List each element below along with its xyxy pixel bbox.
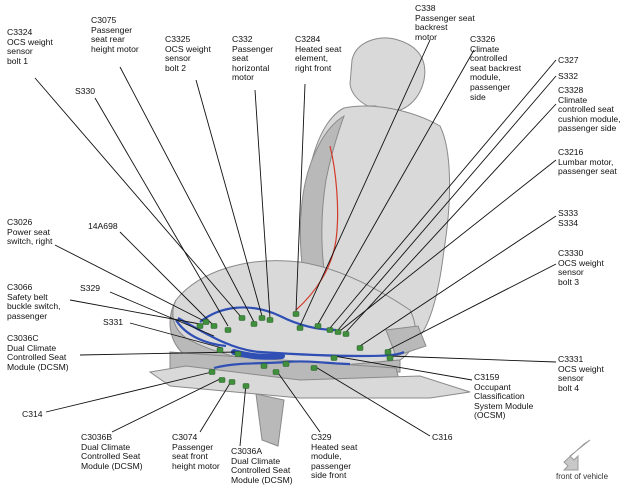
leader-c314 xyxy=(45,371,213,413)
label-c3284: C3284 Heated seat element, right front xyxy=(295,34,342,73)
connector-26 xyxy=(216,347,224,353)
leader-c3328 xyxy=(345,103,557,333)
label-c3324: C3324 OCS weight sensor bolt 1 xyxy=(7,27,53,66)
connector-12 xyxy=(334,329,342,335)
label-c3074: C3074 Passenger seat front height motor xyxy=(172,432,220,471)
connector-19 xyxy=(218,377,226,383)
connector-11 xyxy=(326,327,334,333)
leader-c3159 xyxy=(333,355,473,381)
connector-13 xyxy=(342,331,350,337)
leader-s332 xyxy=(337,75,557,331)
connector-15 xyxy=(384,349,392,355)
leader-c3216 xyxy=(335,159,557,335)
connector-20 xyxy=(228,379,236,385)
label-s331: S331 xyxy=(103,317,124,327)
heater-element-wire xyxy=(295,145,339,311)
label-s330: S330 xyxy=(75,86,96,96)
label-c3066: C3066 Safety belt buckle switch, passeng… xyxy=(7,282,61,321)
label-c3330: C3330 OCS weight sensor bolt 3 xyxy=(558,248,604,287)
leader-c327 xyxy=(329,59,557,329)
label-front-of-vehicle: front of vehicle xyxy=(556,472,609,481)
leader-c3036c xyxy=(79,351,239,356)
leader-c3036b xyxy=(111,377,223,433)
leader-c3074 xyxy=(199,379,233,433)
label-c332: C332 Passenger seat horizontal motor xyxy=(232,34,274,83)
connector-22 xyxy=(272,369,280,375)
leader-c3324 xyxy=(34,77,243,319)
label-c3026: C3026 Power seat switch, right xyxy=(7,217,53,247)
label-s332: S332 xyxy=(558,71,579,81)
leader-lines xyxy=(34,39,557,447)
leader-s330 xyxy=(94,97,229,327)
leader-s333 xyxy=(359,215,557,347)
leader-c332 xyxy=(254,89,271,319)
label-c329: C329 Heated seat module, passenger side … xyxy=(311,432,358,481)
leader-c3325 xyxy=(195,79,263,317)
leader-c3036a xyxy=(239,383,247,447)
connectors xyxy=(196,311,394,389)
connector-16 xyxy=(386,355,394,361)
connector-18 xyxy=(208,369,216,375)
harness-main-trunk xyxy=(177,317,405,358)
leader-c338 xyxy=(299,39,431,327)
leader-c3066 xyxy=(69,299,201,325)
connector-3 xyxy=(224,327,232,333)
connector-4 xyxy=(238,315,246,321)
label-c3159: C3159 Occupant Classification System Mod… xyxy=(474,372,534,421)
leader-c329 xyxy=(275,369,321,433)
connector-27 xyxy=(260,363,268,369)
label-c316: C316 xyxy=(432,432,453,442)
seat-leg xyxy=(255,393,285,447)
label-c3326: C3326 Climate controlled seat backrest m… xyxy=(470,34,522,102)
connector-25 xyxy=(196,323,204,329)
connector-8 xyxy=(292,311,300,317)
label-14a698: 14A698 xyxy=(88,221,118,231)
label-c3331: C3331 OCS weight sensor bolt 4 xyxy=(558,354,604,393)
label-c3075: C3075 Passenger seat rear height motor xyxy=(91,15,139,54)
connector-9 xyxy=(296,325,304,331)
connector-23 xyxy=(310,365,318,371)
connector-6 xyxy=(258,315,266,321)
seat-rail xyxy=(148,365,471,399)
connector-1 xyxy=(202,319,210,325)
label-c3325: C3325 OCS weight sensor bolt 2 xyxy=(165,34,211,73)
label-s329: S329 xyxy=(80,283,101,293)
leader-s329 xyxy=(109,291,215,337)
front-of-vehicle-arrow-icon xyxy=(562,439,591,471)
connector-24 xyxy=(330,355,338,361)
leader-c3075 xyxy=(119,66,255,323)
leader-p14a698 xyxy=(119,231,213,325)
leader-c3331 xyxy=(389,355,557,363)
label-c3036c: C3036C Dual Climate Controlled Seat Modu… xyxy=(7,333,69,372)
label-c314: C314 xyxy=(22,409,43,419)
leader-c3284 xyxy=(295,83,306,313)
connector-10 xyxy=(314,323,322,329)
leader-c3326 xyxy=(317,49,475,325)
leader-c316 xyxy=(313,365,431,437)
seat-illustration xyxy=(148,37,471,447)
leader-s331 xyxy=(129,322,223,349)
connector-21 xyxy=(242,383,250,389)
label-c3216: C3216 Lumbar motor, passenger seat xyxy=(558,147,617,177)
connector-7 xyxy=(266,317,274,323)
label-c3328: C3328 Climate controlled seat cushion mo… xyxy=(558,85,621,134)
label-c338: C338 Passenger seat backrest motor xyxy=(415,3,475,42)
label-c3036a: C3036A Dual Climate Controlled Seat Modu… xyxy=(231,446,293,485)
leader-c3330 xyxy=(387,263,557,351)
label-c327: C327 xyxy=(558,55,579,65)
connector-17 xyxy=(234,351,242,357)
connector-14 xyxy=(356,345,364,351)
connector-2 xyxy=(210,323,218,329)
label-c3036b: C3036B Dual Climate Controlled Seat Modu… xyxy=(81,432,143,471)
connector-5 xyxy=(250,321,258,327)
connector-28 xyxy=(282,361,290,367)
harness-left-loop xyxy=(175,319,227,348)
leader-c3026 xyxy=(54,244,207,323)
label-s333: S333 S334 xyxy=(558,208,579,228)
